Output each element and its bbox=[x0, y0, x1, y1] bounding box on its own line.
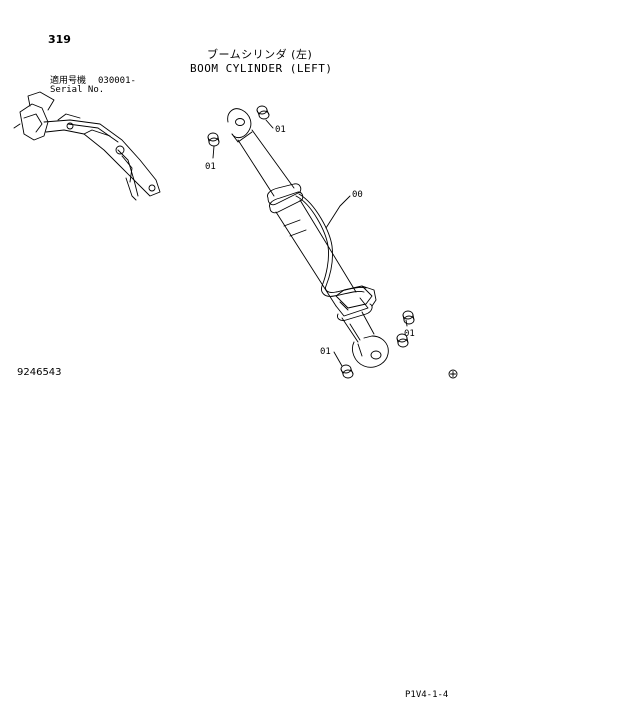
leader-line-part-00 bbox=[325, 195, 351, 229]
title-japanese: ブームシリンダ (左) bbox=[207, 48, 313, 61]
callout-part-01-bottom-right: 01 bbox=[404, 329, 415, 339]
bushing-top-left bbox=[207, 132, 220, 147]
rod-end-eye bbox=[352, 335, 389, 368]
bushing-bottom-left bbox=[340, 364, 354, 379]
drawing-number: 9246543 bbox=[17, 367, 62, 378]
cylinder-tube bbox=[237, 129, 377, 321]
leader-line-01-b bbox=[212, 145, 215, 159]
bushing-bottom-right-2 bbox=[396, 333, 409, 348]
title-english: BOOM CYLINDER (LEFT) bbox=[190, 62, 333, 75]
cylinder-top-eye bbox=[227, 108, 253, 143]
callout-part-01-bottom-left: 01 bbox=[320, 347, 331, 357]
callout-part-00: 00 bbox=[352, 190, 363, 200]
leader-line-01-a bbox=[265, 119, 274, 129]
footer-code: P1V4-1-4 bbox=[405, 690, 449, 700]
stamp-mark-icon bbox=[448, 369, 458, 379]
bushing-bottom-right bbox=[402, 310, 415, 325]
callout-part-01-top-left: 01 bbox=[205, 162, 216, 172]
piston-rod bbox=[341, 311, 375, 343]
leader-line-01-c bbox=[405, 319, 408, 327]
serial-number-value: 030001- bbox=[98, 76, 136, 86]
leader-line-01-d bbox=[333, 351, 343, 367]
serial-label-japanese: 適用号機 bbox=[50, 76, 87, 86]
callout-part-01-top-right: 01 bbox=[275, 125, 286, 135]
excavator-overview-sketch bbox=[13, 91, 161, 201]
bushing-top-right bbox=[256, 105, 270, 120]
page-number: 319 bbox=[48, 33, 71, 46]
serial-label-english: Serial No. bbox=[50, 85, 105, 95]
